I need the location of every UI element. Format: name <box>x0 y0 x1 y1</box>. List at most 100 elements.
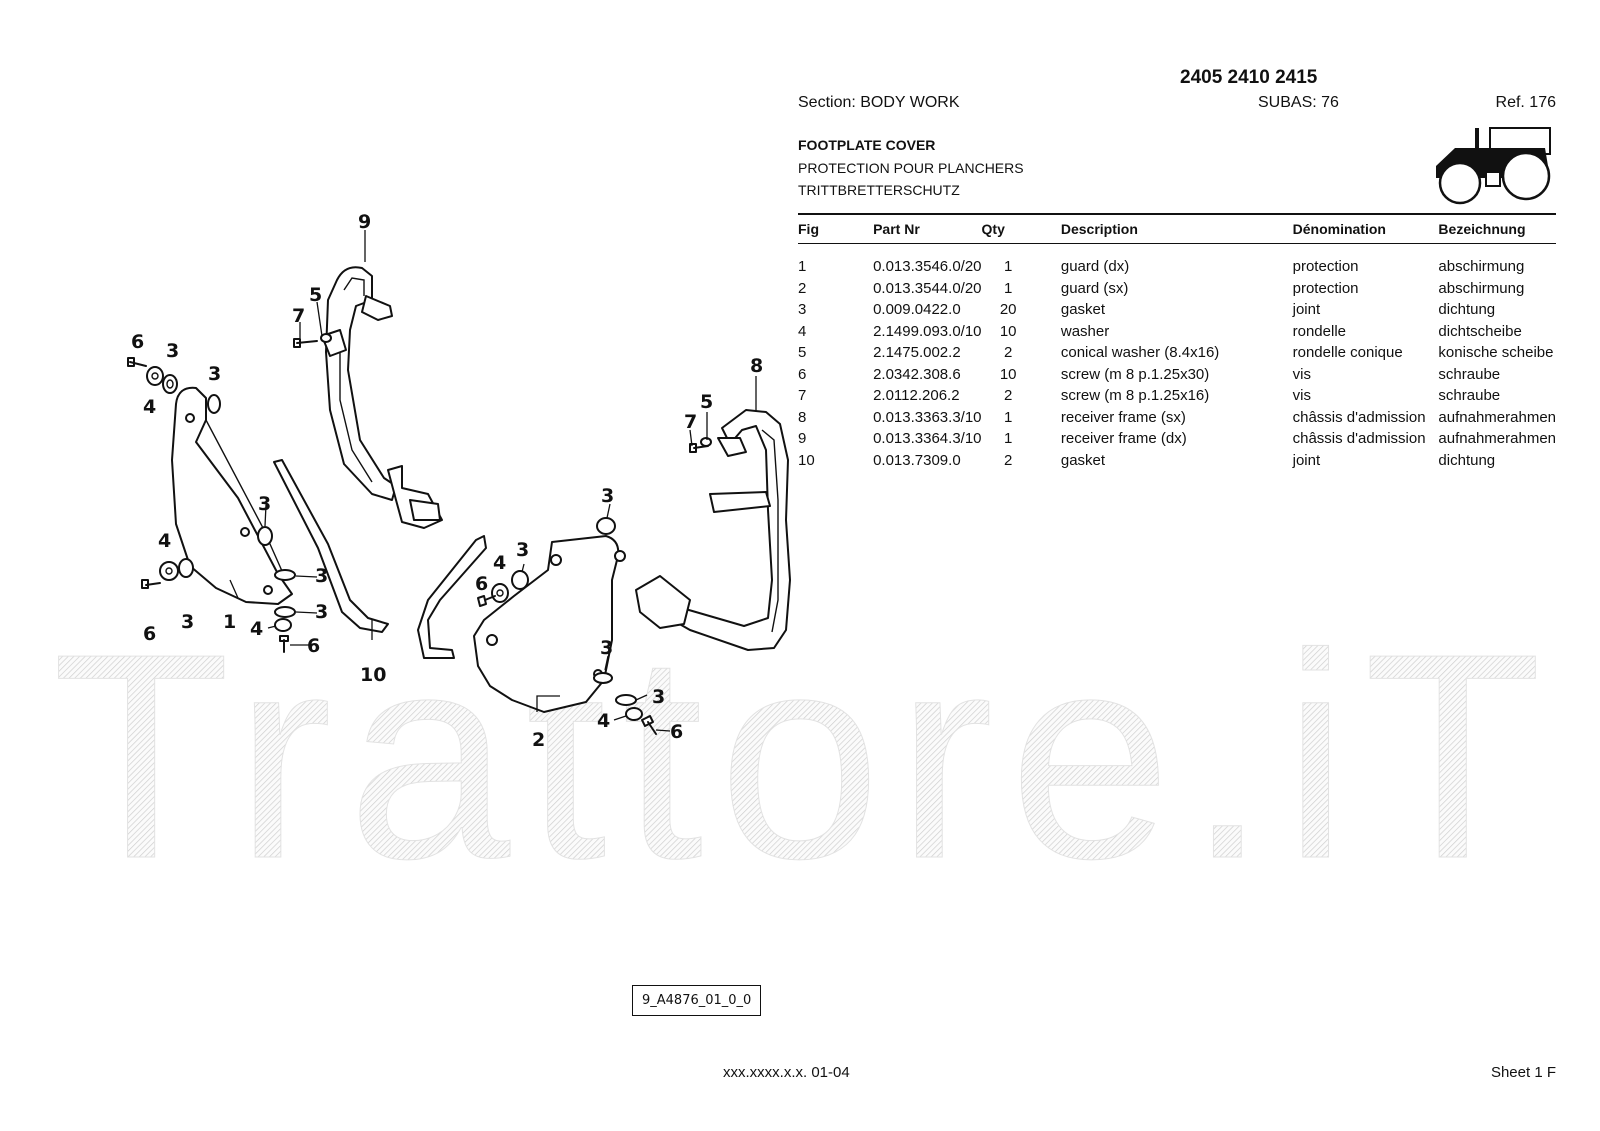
callout-6: 6 <box>307 635 320 657</box>
cell-bezeichnung: abschirmung <box>1438 279 1525 297</box>
cell-part-nr: 0.013.7309.0 <box>873 451 961 469</box>
callout-3: 3 <box>315 565 328 587</box>
table-row: 1 0.013.3546.0/20 1 guard (dx) protectio… <box>798 244 1556 278</box>
title-german: TRITTBRETTERSCHUTZ <box>798 182 960 198</box>
table-row: 8 0.013.3363.3/10 1 receiver frame (sx) … <box>798 407 1556 429</box>
cell-bezeichnung: dichtscheibe <box>1438 322 1522 340</box>
cell-fig: 6 <box>798 365 807 383</box>
cell-denomination: rondelle <box>1292 322 1346 340</box>
cell-fig: 5 <box>798 344 807 362</box>
callout-3: 3 <box>652 686 665 708</box>
receiver-frame-sx <box>635 409 791 651</box>
cell-bezeichnung: abschirmung <box>1438 258 1525 276</box>
fasteners <box>127 333 712 735</box>
cell-denomination: protection <box>1292 258 1359 276</box>
cell-description: guard (dx) <box>1060 258 1130 276</box>
callout-4: 4 <box>597 710 610 732</box>
column-header-qty: Qty <box>981 213 1061 244</box>
cell-part-nr: 0.013.3544.0/20 <box>873 279 982 297</box>
cell-part-nr: 2.0342.308.6 <box>873 365 961 383</box>
title-english: FOOTPLATE COVER <box>798 137 936 153</box>
callout-10: 10 <box>360 664 386 686</box>
receiver-frame-dx <box>321 266 443 529</box>
cell-fig: 10 <box>798 451 815 469</box>
table-row: 10 0.013.7309.0 2 gasket joint dichtung <box>798 450 1556 472</box>
cell-qty: 1 <box>1004 408 1013 426</box>
ref-label: Ref. 176 <box>1495 94 1556 111</box>
section-label: Section: BODY WORK <box>798 94 960 111</box>
column-header-description: Description <box>1060 213 1293 244</box>
table-header-row: Fig Part Nr Qty Description Dénomination… <box>798 213 1556 244</box>
cell-description: gasket <box>1060 451 1106 469</box>
table-row: 6 2.0342.308.6 10 screw (m 8 p.1.25x30) … <box>798 364 1556 386</box>
callout-9: 9 <box>358 211 371 233</box>
callout-3: 3 <box>315 601 328 623</box>
cell-fig: 1 <box>798 258 807 276</box>
subas-label: SUBAS: 76 <box>1258 94 1339 111</box>
cell-part-nr: 0.009.0422.0 <box>873 301 961 319</box>
cell-fig: 7 <box>798 387 807 405</box>
sheet-number: Sheet 1 F <box>1490 1064 1556 1081</box>
callout-6: 6 <box>143 623 156 645</box>
cell-fig: 4 <box>798 322 807 340</box>
cell-bezeichnung: konische scheibe <box>1438 344 1554 362</box>
callout-3: 3 <box>516 539 529 561</box>
cell-denomination: vis <box>1292 387 1311 405</box>
cell-fig: 3 <box>798 301 807 319</box>
cell-denomination: joint <box>1292 301 1321 319</box>
table-row: 2 0.013.3544.0/20 1 guard (sx) protectio… <box>798 278 1556 300</box>
table-row: 4 2.1499.093.0/10 10 washer rondelle dic… <box>798 321 1556 343</box>
cell-qty: 20 <box>999 301 1017 319</box>
cell-qty: 10 <box>999 322 1017 340</box>
callout-3: 3 <box>166 340 179 362</box>
callout-5: 5 <box>309 284 322 306</box>
cell-qty: 1 <box>1004 258 1013 276</box>
column-header-bezeichnung: Bezeichnung <box>1438 213 1556 244</box>
cell-denomination: protection <box>1292 279 1359 297</box>
cell-part-nr: 2.0112.206.2 <box>873 387 960 405</box>
document-code: xxx.xxxx.x.x. 01-04 <box>723 1064 850 1081</box>
callout-6: 6 <box>670 721 683 743</box>
cell-qty: 2 <box>1004 451 1013 469</box>
cell-qty: 2 <box>1004 387 1013 405</box>
cell-denomination: vis <box>1292 365 1311 383</box>
parts-table: Fig Part Nr Qty Description Dénomination… <box>798 213 1556 471</box>
table-row: 9 0.013.3364.3/10 1 receiver frame (dx) … <box>798 428 1556 450</box>
callout-labels: 9 5 7 6 3 3 4 3 4 3 3 3 1 4 6 6 10 8 5 7… <box>131 211 763 751</box>
cell-description: conical washer (8.4x16) <box>1060 344 1220 362</box>
cell-bezeichnung: schraube <box>1438 387 1501 405</box>
cell-bezeichnung: aufnahmerahmen <box>1438 408 1556 426</box>
guard-sx <box>473 535 626 713</box>
cell-bezeichnung: schraube <box>1438 365 1501 383</box>
callout-4: 4 <box>143 396 156 418</box>
callout-3: 3 <box>181 611 194 633</box>
cell-qty: 10 <box>999 365 1017 383</box>
title-french: PROTECTION POUR PLANCHERS <box>798 160 1024 176</box>
cell-description: washer <box>1060 322 1110 340</box>
callout-4: 4 <box>250 618 263 640</box>
callout-4: 4 <box>158 530 171 552</box>
callout-7: 7 <box>684 411 697 433</box>
gasket-strips <box>273 459 487 659</box>
callout-1: 1 <box>223 611 236 633</box>
model-numbers: 2405 2410 2415 <box>1180 67 1318 88</box>
callout-2: 2 <box>532 729 545 751</box>
cell-denomination: rondelle conique <box>1292 344 1403 362</box>
callout-7: 7 <box>292 305 305 327</box>
cell-description: screw (m 8 p.1.25x30) <box>1060 365 1210 383</box>
cell-fig: 9 <box>798 430 807 448</box>
callout-3: 3 <box>601 485 614 507</box>
column-header-fig: Fig <box>798 213 874 244</box>
cell-denomination: châssis d'admission <box>1292 408 1426 426</box>
cell-bezeichnung: aufnahmerahmen <box>1438 430 1556 448</box>
cell-denomination: châssis d'admission <box>1292 430 1426 448</box>
callout-3: 3 <box>258 493 271 515</box>
cell-description: receiver frame (sx) <box>1060 408 1186 426</box>
cell-description: receiver frame (dx) <box>1060 430 1187 448</box>
callout-6: 6 <box>131 331 144 353</box>
cell-part-nr: 0.013.3363.3/10 <box>873 408 982 426</box>
cell-bezeichnung: dichtung <box>1438 301 1496 319</box>
tractor-icon <box>1436 127 1551 205</box>
guard-dx <box>171 386 293 605</box>
